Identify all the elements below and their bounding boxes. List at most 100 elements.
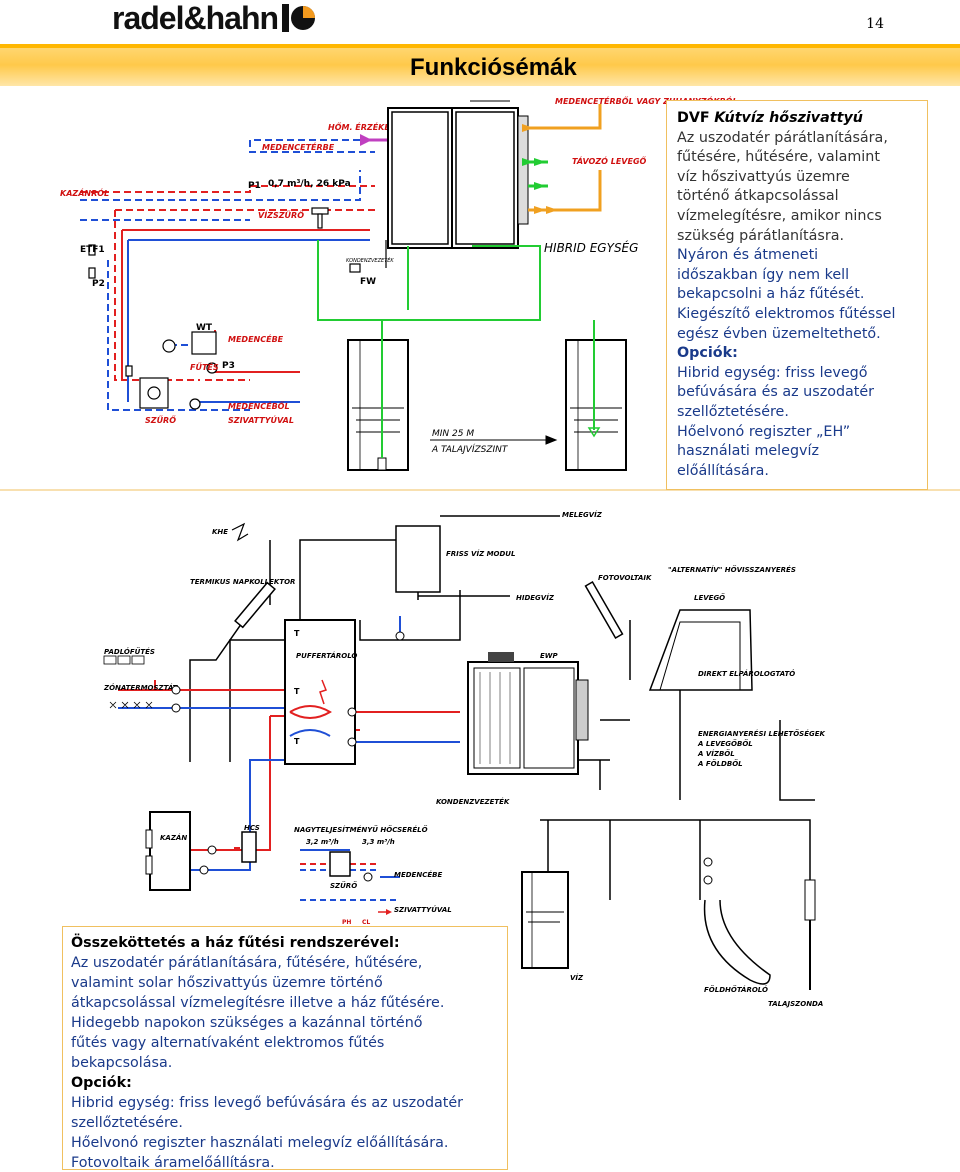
label-fw: FW [360, 277, 376, 287]
floor-heating-icon [103, 655, 153, 709]
box1-body-1: fűtésére, hűtésére, valamint [677, 149, 880, 166]
label-medencetereb: MEDENCETÉRBE [262, 141, 335, 152]
ground-storage [703, 899, 771, 985]
label-talajviz: A TALAJVÍZSZINT [431, 443, 509, 455]
label-alternativ: "ALTERNATÍV" HŐVISSZANYERÉS [668, 565, 796, 574]
label-q1: 3,2 m³/h [306, 838, 339, 846]
box1-heading: DVF Kútvíz hőszivattyú [677, 109, 917, 129]
label-p1: P1 [248, 181, 261, 191]
label-a-vizbol: A VÍZBŐL [697, 749, 735, 758]
box1-option-2: szellőztetésére. [677, 403, 789, 420]
label-padlofutes: PADLÓFŰTÉS [104, 647, 155, 656]
page-title: Funkciósémák [410, 54, 577, 81]
direct-evaporator [648, 609, 753, 691]
label-cl: CL [362, 919, 370, 926]
label-ph: PH [342, 919, 351, 926]
label-szuro2: SZŰRŐ [330, 881, 357, 890]
label-medencebol: MEDENCÉBŐL [228, 400, 290, 411]
label-vizszuro: VÍZSZŰRŐ [258, 209, 304, 220]
box2-option-2: Hőelvonó regiszter használati melegvíz e… [71, 1135, 449, 1151]
label-talajszonda: TALAJSZONDA [768, 1000, 823, 1008]
boiler [145, 811, 191, 891]
label-min25: MIN 25 M [432, 429, 474, 439]
label-fotovoltaik: FOTOVOLTAIK [598, 574, 652, 582]
label-a-levegobol: A LEVEGŐBŐL [697, 739, 753, 748]
box1-option-5: előállítására. [677, 462, 769, 479]
well-water [521, 871, 569, 969]
label-szuro: SZŰRŐ [145, 415, 176, 425]
diagram-pool-wellwater-heatpump: MEDENCETÉRBE KAZÁNRÓL VÍZSZŰRŐ MEDENCÉBE… [60, 95, 738, 471]
description-box-house-heating: Összeköttetés a ház fűtési rendszerével:… [62, 926, 508, 1171]
box1-option-3: Hőelvonó regiszter „EH” [677, 423, 851, 440]
box1-options-heading: Opciók: [677, 345, 738, 362]
hybrid-unit [387, 100, 529, 249]
label-szivattyuval2: SZIVATTYÚVAL [394, 905, 452, 914]
label-flow: 0,7 m³/h, 26 kPa [268, 179, 351, 189]
well-right [565, 320, 627, 471]
label-kondenzvezetek2: KONDENZVEZETÉK [436, 797, 510, 806]
box1-blue-4: egész évben üzemeltethető. [677, 325, 881, 342]
label-p2: P2 [92, 279, 105, 289]
box2-body-5: bekapcsolása. [71, 1055, 173, 1071]
pv-panel [584, 580, 624, 640]
label-kondenzvezetek: KONDENZVEZETÉK [346, 256, 394, 264]
label-etf1: ETF1 [80, 245, 105, 255]
label-kazan: KAZÁN [160, 833, 187, 842]
section-divider [0, 489, 960, 491]
logo-text: radel&hahn [112, 0, 279, 36]
label-hidegviz: HIDEGVÍZ [516, 593, 555, 602]
box1-option-0: Hibrid egység: friss levegő [677, 364, 868, 381]
label-medencebe: MEDENCÉBE [228, 333, 284, 344]
hcs [241, 831, 257, 863]
label-szivattyuval: SZIVATTYÚVAL [228, 414, 294, 425]
logo-mark-icon [282, 4, 316, 32]
thermal-collector [234, 581, 276, 629]
label-direkt: DIREKT ELPÁROLOGTATÓ [698, 669, 795, 678]
label-zonatermosztat: ZÓNATERMOSZTÁT [103, 683, 179, 692]
box1-blue-3: Kiegészítő elektromos fűtéssel [677, 305, 896, 322]
label-khe: KHE [212, 528, 228, 536]
well-left [347, 320, 409, 471]
box2-body-3: Hidegebb napokon szükséges a kazánnal tö… [71, 1015, 423, 1031]
box1-blue-2: bekapcsolni a ház fűtését. [677, 286, 865, 303]
diagram-house-heating-connection: KHE [103, 510, 826, 1008]
box2-body-0: Az uszodatér párátlanítására, fűtésére, … [71, 955, 423, 971]
box1-body-4: vízmelegítésre, amikor nincs [677, 207, 882, 224]
box2-option-3: Fotovoltaik áramelőállításra. [71, 1155, 275, 1171]
description-box-dvf: DVF Kútvíz hőszivattyú Az uszodatér párá… [666, 100, 928, 490]
label-hom-erzekelo: HŐM. ÉRZÉKELŐ [328, 121, 402, 132]
box2-option-1: szellőztetésére. [71, 1115, 183, 1131]
box2-body-4: fűtés vagy alternatívaként elektromos fű… [71, 1035, 385, 1051]
label-t-2: T [294, 687, 300, 696]
box1-option-4: használati melegvíz [677, 443, 819, 460]
label-t-1: T [294, 629, 300, 638]
label-a-foldbol: A FÖLDBŐL [697, 759, 743, 768]
logo: radel&hahn [112, 0, 316, 36]
box2-options-heading: Opciók: [71, 1075, 132, 1091]
box1-body-5: szükség párátlanításra. [677, 227, 845, 244]
box2-option-0: Hibrid egység: friss levegő befúvására é… [71, 1095, 464, 1111]
box1-blue-1: időszakban így nem kell [677, 266, 850, 283]
label-wt: WT [196, 323, 213, 333]
label-puffertarolo: PUFFERTÁROLÓ [296, 651, 357, 660]
fresh-water-module [395, 525, 441, 593]
box1-body-0: Az uszodatér párátlanítására, [677, 129, 888, 146]
label-melegviz: MELEGVÍZ [562, 510, 603, 519]
box1-option-1: befúvására és az uszodatér [677, 384, 875, 401]
label-energia: ENERGIANYERÉSI LEHETŐSÉGEK [698, 729, 826, 738]
header-band [0, 44, 960, 86]
label-medencebe2: MEDENCÉBE [394, 870, 442, 879]
label-medencetbol: MEDENCETÉRBŐL VAGY ZUHANYZÓKBÓL [555, 95, 738, 106]
buffer-tank [284, 619, 356, 765]
label-tavozo: TÁVOZÓ LEVEGŐ [572, 155, 647, 166]
label-hibrid: HIBRID EGYSÉG [544, 240, 638, 255]
box1-title-prefix: DVF [677, 110, 710, 126]
label-ewp: EWP [540, 652, 559, 660]
box1-body-2: víz hőszivattyús üzemre [677, 168, 850, 185]
label-nagyteljes: NAGYTELJESÍTMÉNYŰ HŐCSERÉLŐ [294, 825, 428, 834]
label-termikus: TERMIKUS NAPKOLLEKTOR [190, 578, 295, 586]
box2-title: Összeköttetés a ház fűtési rendszerével: [71, 935, 400, 951]
ground-probe [804, 879, 816, 990]
label-friss-viz-modul: FRISS VÍZ MODUL [446, 549, 515, 558]
label-hcs: HCS [244, 824, 260, 832]
